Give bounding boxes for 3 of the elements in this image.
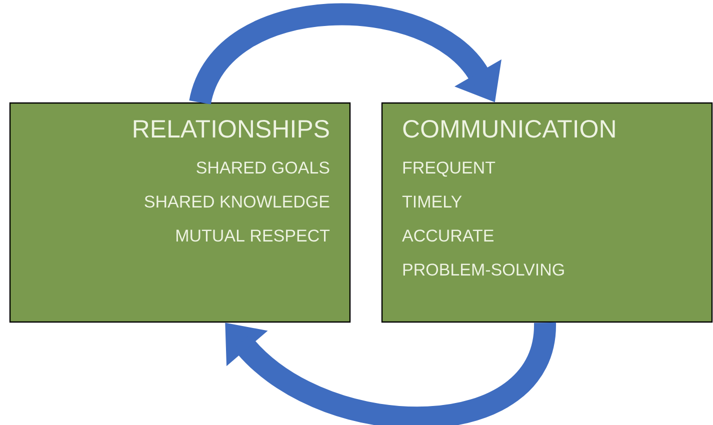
text-box: COMMUNICATION FREQUENT TIMELY ACCURATE PROBLEM-SOLVING — [381, 102, 713, 323]
curved-arrow — [190, 4, 502, 106]
text-box: RELATIONSHIPS SHARED GOALS SHARED KNOWLEDGE MUTUAL RESPECT — [9, 102, 351, 323]
